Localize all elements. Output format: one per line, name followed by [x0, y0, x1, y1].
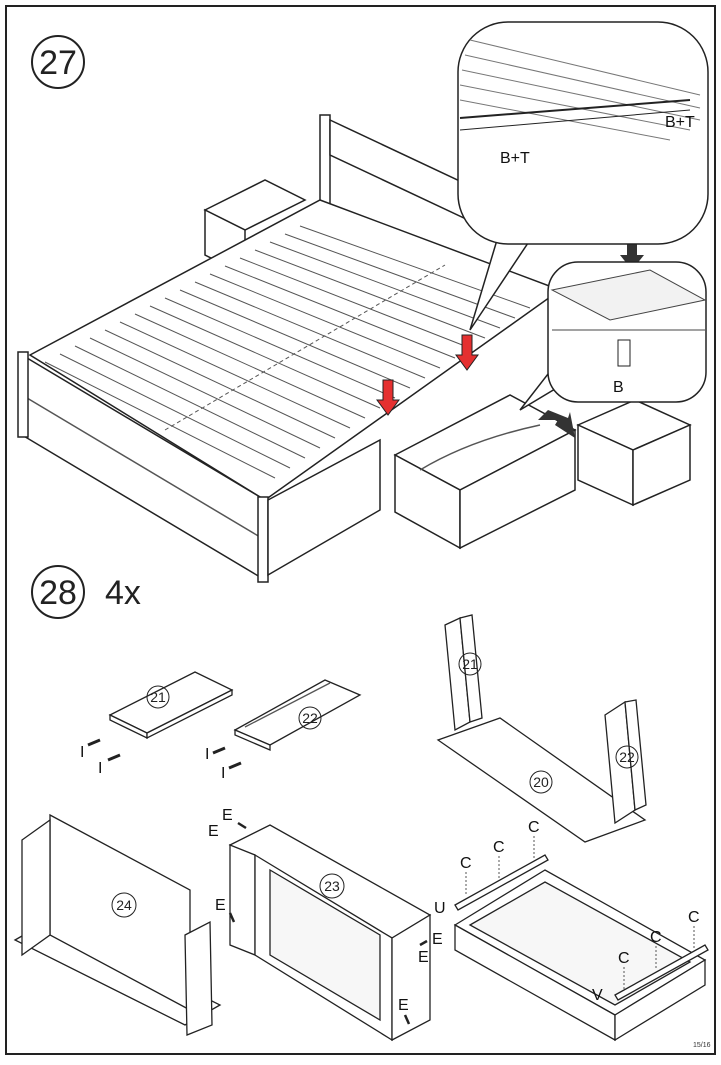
part-label-21: 21: [462, 656, 478, 672]
detail-view-slats: B+T B+T: [457, 21, 709, 331]
step-28-multiplier: 4x: [105, 574, 141, 612]
hardware-u: U: [434, 900, 446, 917]
insert-arrows: [376, 232, 644, 438]
hardware-i: I: [205, 746, 209, 763]
nightstand-right: [576, 399, 692, 507]
step-27-number: 27: [39, 44, 77, 82]
drawer-back-assembly: [436, 614, 647, 843]
part-label-21: 21: [150, 689, 166, 705]
hardware-i: I: [80, 744, 84, 761]
part-21-board: [108, 671, 234, 740]
hardware-i: I: [221, 765, 225, 782]
hardware-c: C: [688, 909, 700, 926]
part-label-20: 20: [533, 774, 549, 790]
hardware-c: C: [493, 839, 505, 856]
step-27: 27: [17, 21, 709, 583]
step-28: 28 4x 21 22 I I I I: [13, 565, 709, 1042]
hardware-e: E: [432, 931, 443, 948]
hardware-e: E: [418, 949, 429, 966]
part-22-board: [233, 679, 362, 751]
drawer-with-rails: [453, 854, 709, 1042]
hardware-v: V: [592, 987, 603, 1004]
hardware-e: E: [215, 897, 226, 914]
hardware-e: E: [222, 807, 233, 824]
hardware-c: C: [528, 819, 540, 836]
dowels-i: [87, 738, 242, 770]
drawer-assembled: [393, 394, 577, 550]
hardware-e: E: [208, 823, 219, 840]
red-arrow-icon: [376, 379, 400, 416]
red-arrow-icon: [455, 334, 479, 371]
callout-b-t-left: B+T: [500, 150, 530, 167]
black-arrow-icon: [538, 410, 575, 438]
part-label-23: 23: [324, 878, 340, 894]
step-27-circle: [31, 35, 85, 89]
part-label-22: 22: [302, 710, 318, 726]
part-23-frame: [228, 824, 432, 1042]
step-28-circle: [31, 565, 85, 619]
page-frame: [5, 5, 716, 1055]
screw-guides: [465, 836, 695, 990]
hardware-e: E: [398, 997, 409, 1014]
part-label-22: 22: [619, 749, 635, 765]
part-24-panel: [13, 813, 222, 1036]
detail-view-bracket: B: [519, 261, 707, 411]
hardware-c: C: [460, 855, 472, 872]
callout-b: B: [613, 379, 624, 396]
hardware-c: C: [650, 929, 662, 946]
e-screw-marks: [228, 821, 428, 1025]
step-28-number: 28: [39, 574, 77, 612]
callout-b-t-right: B+T: [665, 114, 695, 131]
hardware-c: C: [618, 950, 630, 967]
black-arrow-icon: [620, 232, 644, 270]
part-label-24: 24: [116, 897, 132, 913]
hardware-i: I: [98, 760, 102, 777]
page-number: 15/16: [693, 1042, 711, 1049]
